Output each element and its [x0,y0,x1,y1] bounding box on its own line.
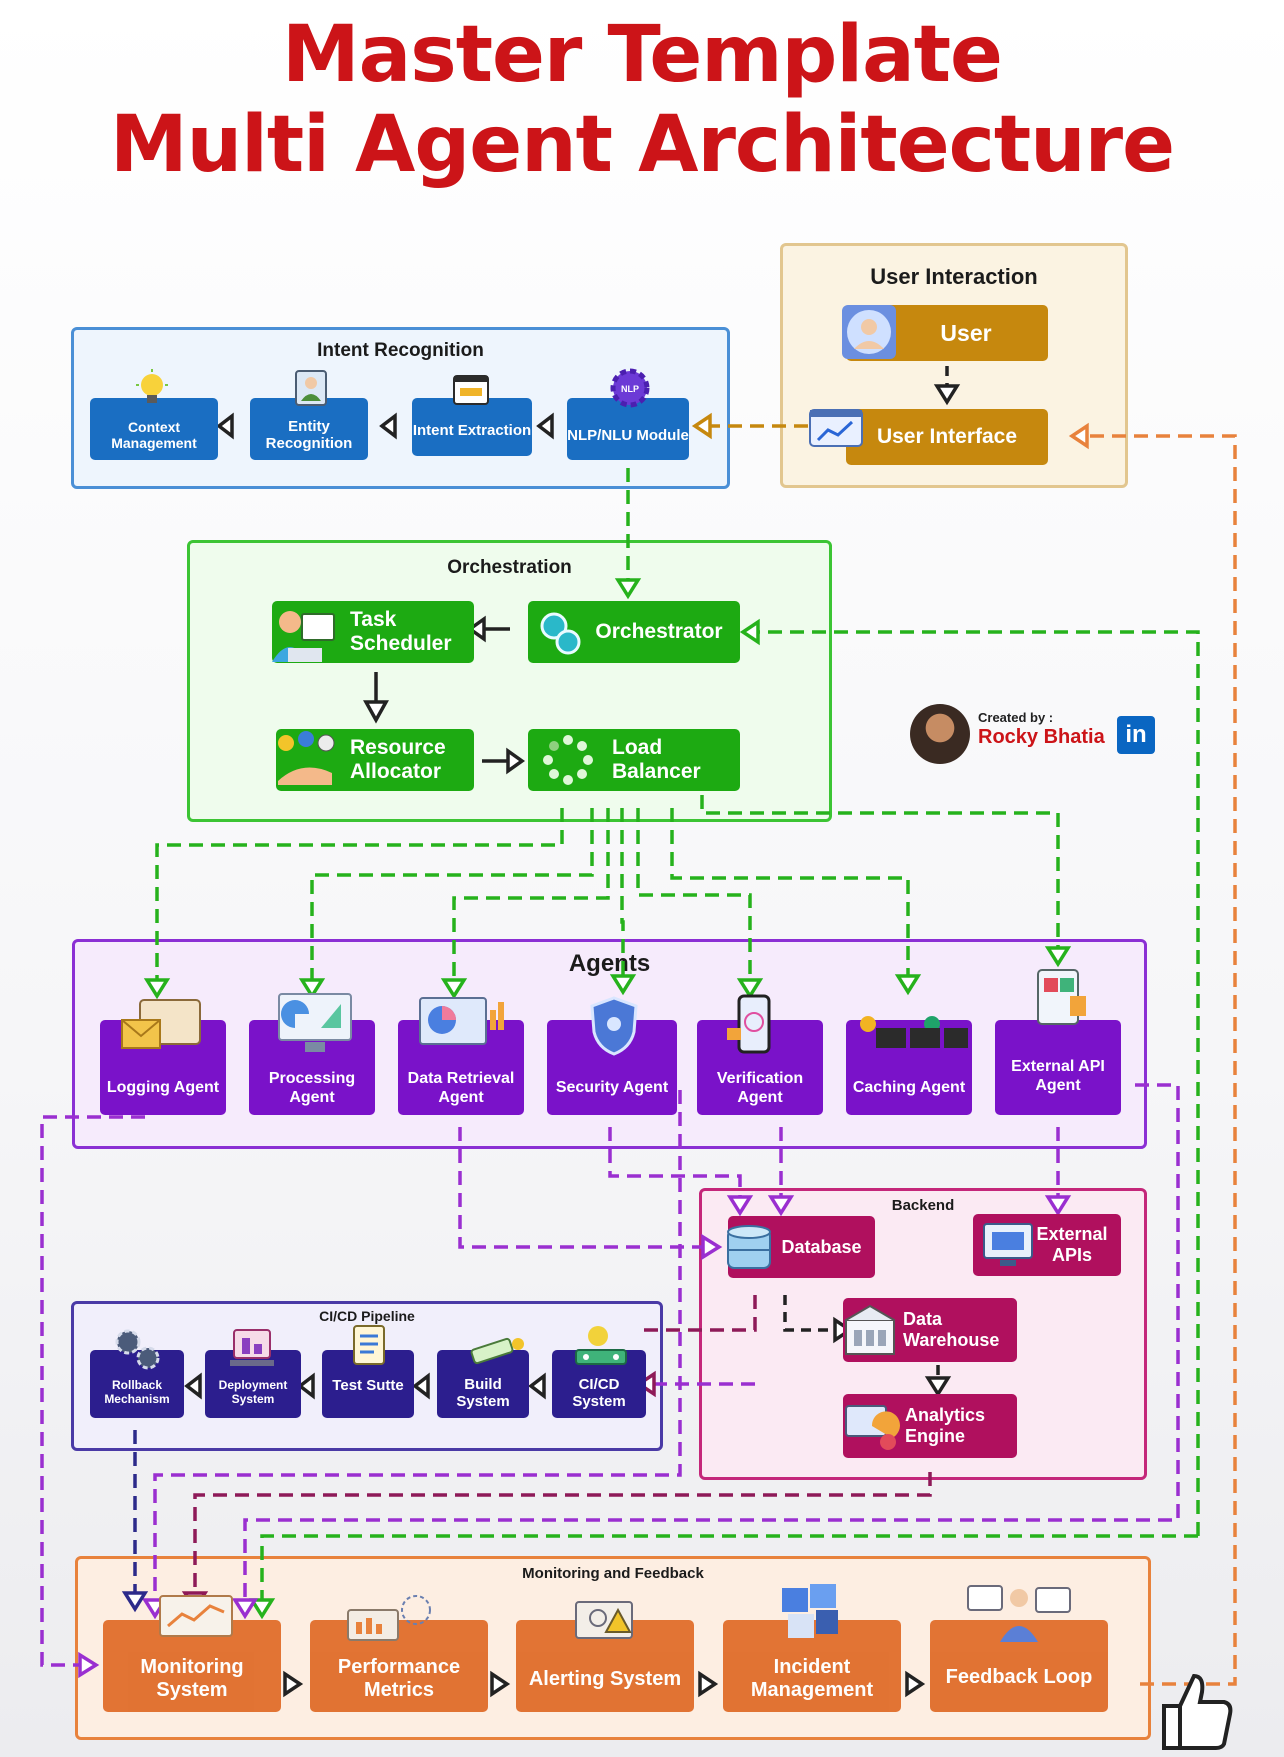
cicd-rollback-label: Rollback Mechanism [104,1378,170,1406]
laptop-deploy-icon [228,1324,280,1372]
build-tools-icon [468,1334,528,1368]
linkedin-icon[interactable]: in [1117,716,1155,754]
nlp-badge-label: NLP [621,384,639,394]
user-interface-box[interactable]: User Interface [846,409,1048,465]
shield-icon [586,994,642,1058]
monitor-chart-icon [275,990,355,1058]
person-feedback-icon [964,1582,1074,1648]
panel-title-cicd: CI/CD Pipeline [319,1308,415,1324]
panel-title-agents: Agents [568,950,651,977]
data-retrieval-icon [412,990,512,1058]
rollback-gears-icon [110,1326,164,1372]
cicd-build-label: Build System [456,1375,510,1410]
feedback-loop-label: Feedback Loop [945,1665,1093,1688]
alert-icon [568,1590,646,1646]
person-id-icon [290,367,332,409]
cicd-test-label: Test Sutte [332,1377,404,1395]
pipeline-icon [566,1322,636,1370]
alerting-system-label: Alerting System [528,1667,682,1690]
gears-icon [534,606,586,658]
agent-data-retrieval-box[interactable]: Data Retrieval Agent [398,1020,524,1115]
alerting-system-box[interactable]: Alerting System [516,1620,694,1712]
browser-icon [808,408,864,450]
agent-data-retrieval-label: Data Retrieval Agent [407,1070,515,1106]
creator-name: Rocky Bhatia [978,726,1105,748]
browser-search-icon [452,374,490,406]
resource-allocator-label: Resource Allocator [350,735,446,783]
nlp-nlu-module-box[interactable]: NLP/NLU Module [567,398,689,460]
feedback-loop-box[interactable]: Feedback Loop [930,1620,1108,1712]
monitoring-system-label: Monitoring System [140,1656,244,1701]
panel-title-monitoring: Monitoring and Feedback [522,1565,704,1582]
people-laptops-icon [848,1010,972,1060]
entity-recognition-box[interactable]: Entity Recognition [250,398,368,460]
hand-coins-icon [272,729,338,791]
agent-caching-label: Caching Agent [852,1079,966,1097]
user-interface-label: User Interface [876,424,1018,448]
phone-fingerprint-icon [725,992,781,1060]
lightbulb-icon [132,368,172,408]
checklist-icon [348,1322,390,1368]
person-laptop-icon [268,600,340,666]
orchestrator-label: Orchestrator [595,619,723,643]
analytics-engine-box[interactable]: Analytics Engine [843,1394,1017,1458]
data-warehouse-label: Data Warehouse [903,1309,1000,1350]
database-label: Database [781,1236,862,1257]
panel-title-orchestration: Orchestration [447,557,572,578]
task-scheduler-label: Task Scheduler [350,607,452,655]
analytics-engine-label: Analytics Engine [905,1405,986,1446]
external-apis-label: External APIs [1036,1224,1108,1265]
creator-label: Created by : [978,710,1054,725]
agent-external-api-label: External API Agent [1011,1058,1105,1094]
spinner-icon [542,734,594,786]
warehouse-icon [842,1300,898,1360]
incident-management-label: Incident Management [750,1656,874,1701]
intent-extraction-box[interactable]: Intent Extraction [412,398,532,456]
puzzle-icon [774,1578,846,1644]
performance-metrics-label: Performance Metrics [337,1656,461,1701]
agent-logging-label: Logging Agent [106,1079,220,1097]
agent-security-label: Security Agent [555,1079,669,1097]
cicd-deployment-label: Deployment System [218,1378,288,1406]
load-balancer-label: Load Balancer [612,735,701,783]
nlp-nlu-module-label: NLP/NLU Module [567,427,689,445]
panel-title-backend: Backend [891,1197,955,1214]
cicd-system-label: CI/CD System [572,1375,626,1410]
context-management-box[interactable]: Context Management [90,398,218,460]
thumbs-up-icon[interactable] [1160,1670,1234,1752]
context-management-label: Context Management [111,418,197,451]
agent-external-api-box[interactable]: External API Agent [995,1020,1121,1115]
user-label: User [940,319,992,346]
title-line-1: Master Template [282,10,1003,100]
panel-title-intent: Intent Recognition [317,340,484,361]
user-avatar-icon [842,305,896,359]
gear-nlp-icon: NLP [608,366,652,410]
intent-extraction-label: Intent Extraction [412,422,532,440]
metrics-icon [342,1592,442,1648]
dashboard-icon [156,1592,236,1644]
agent-processing-label: Processing Agent [268,1070,356,1106]
api-screen-icon [980,1220,1036,1268]
tablet-icon [1032,966,1088,1028]
title-line-2: Multi Agent Architecture [109,100,1175,190]
panel-title-user-interaction: User Interaction [870,264,1038,289]
entity-recognition-label: Entity Recognition [265,417,353,452]
mail-icon [118,996,206,1060]
creator-badge: Created by : Rocky Bhatia in [910,702,1160,768]
analytics-icon [842,1398,900,1454]
agent-verification-label: Verification Agent [716,1070,804,1106]
creator-avatar [910,704,970,764]
database-icon [722,1222,776,1274]
